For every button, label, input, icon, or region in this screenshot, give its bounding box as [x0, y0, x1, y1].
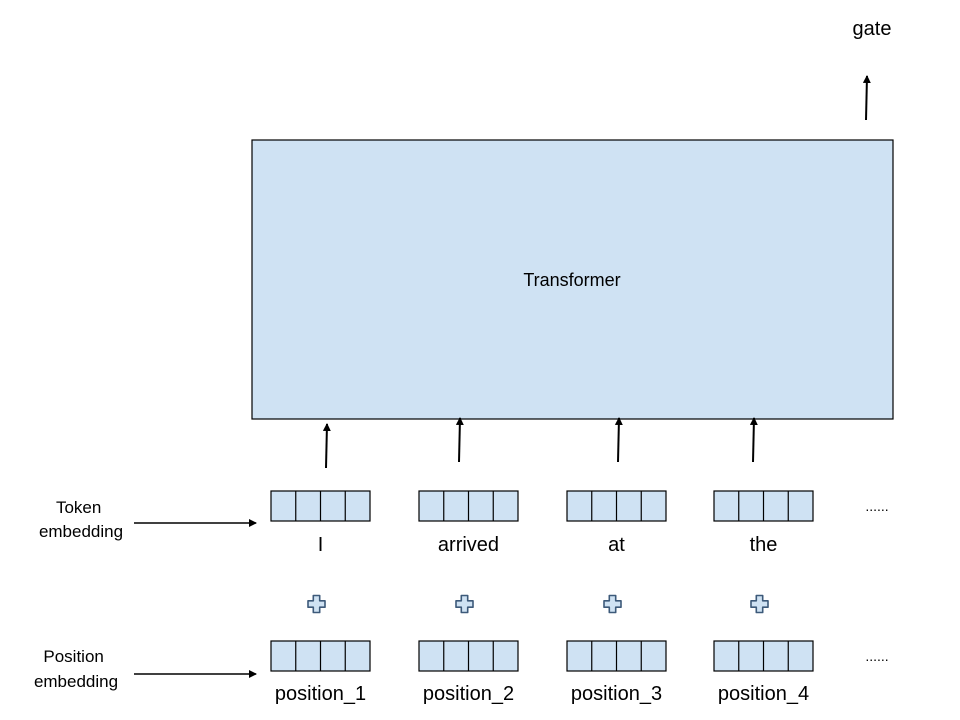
position-embedding-4	[713, 640, 814, 672]
transformer-label: Transformer	[523, 270, 620, 290]
position-embedding-2	[418, 640, 519, 672]
token-embedding-4	[713, 490, 814, 522]
token-label-3: at	[608, 534, 625, 556]
plus-icon-2	[455, 594, 474, 614]
token-label-2: arrived	[438, 534, 499, 556]
position-label-2: position_2	[423, 683, 514, 705]
position-embedding-1	[270, 640, 371, 672]
token-embedding-label-line2: embedding	[39, 522, 123, 541]
token-embedding-label: Token embedding	[39, 498, 123, 541]
token-embedding-1	[270, 490, 371, 522]
position-embedding-3	[566, 640, 667, 672]
token-embedding-2	[418, 490, 519, 522]
transformer-block	[251, 139, 894, 420]
position-embedding-row: position_1 position_2 position_3 position_4	[270, 640, 814, 705]
plus-icon-4	[750, 594, 769, 614]
token-embedding-3	[566, 490, 667, 522]
position-label-3: position_3	[571, 683, 662, 705]
token-label-1: I	[318, 534, 324, 556]
output-label: gate	[853, 18, 892, 40]
position-label-1: position_1	[275, 683, 366, 705]
position-embedding-label-line2: embedding	[34, 672, 118, 691]
position-ellipsis: ......	[865, 648, 888, 664]
plus-icon-1	[307, 594, 326, 614]
token-embedding-label-line1: Token	[56, 498, 101, 517]
token-label-4: the	[750, 534, 778, 556]
input-arrow-4	[749, 417, 758, 463]
input-arrow-1	[322, 423, 331, 469]
plus-icon-3	[603, 594, 622, 614]
output-arrow	[862, 75, 871, 121]
position-embedding-label: Position embedding	[34, 647, 118, 691]
position-label-4: position_4	[718, 683, 809, 705]
token-ellipsis: ......	[865, 498, 888, 514]
plus-row	[307, 594, 769, 614]
input-arrow-3	[614, 417, 623, 463]
input-arrow-2	[455, 417, 464, 463]
position-embedding-label-line1: Position	[43, 647, 103, 666]
